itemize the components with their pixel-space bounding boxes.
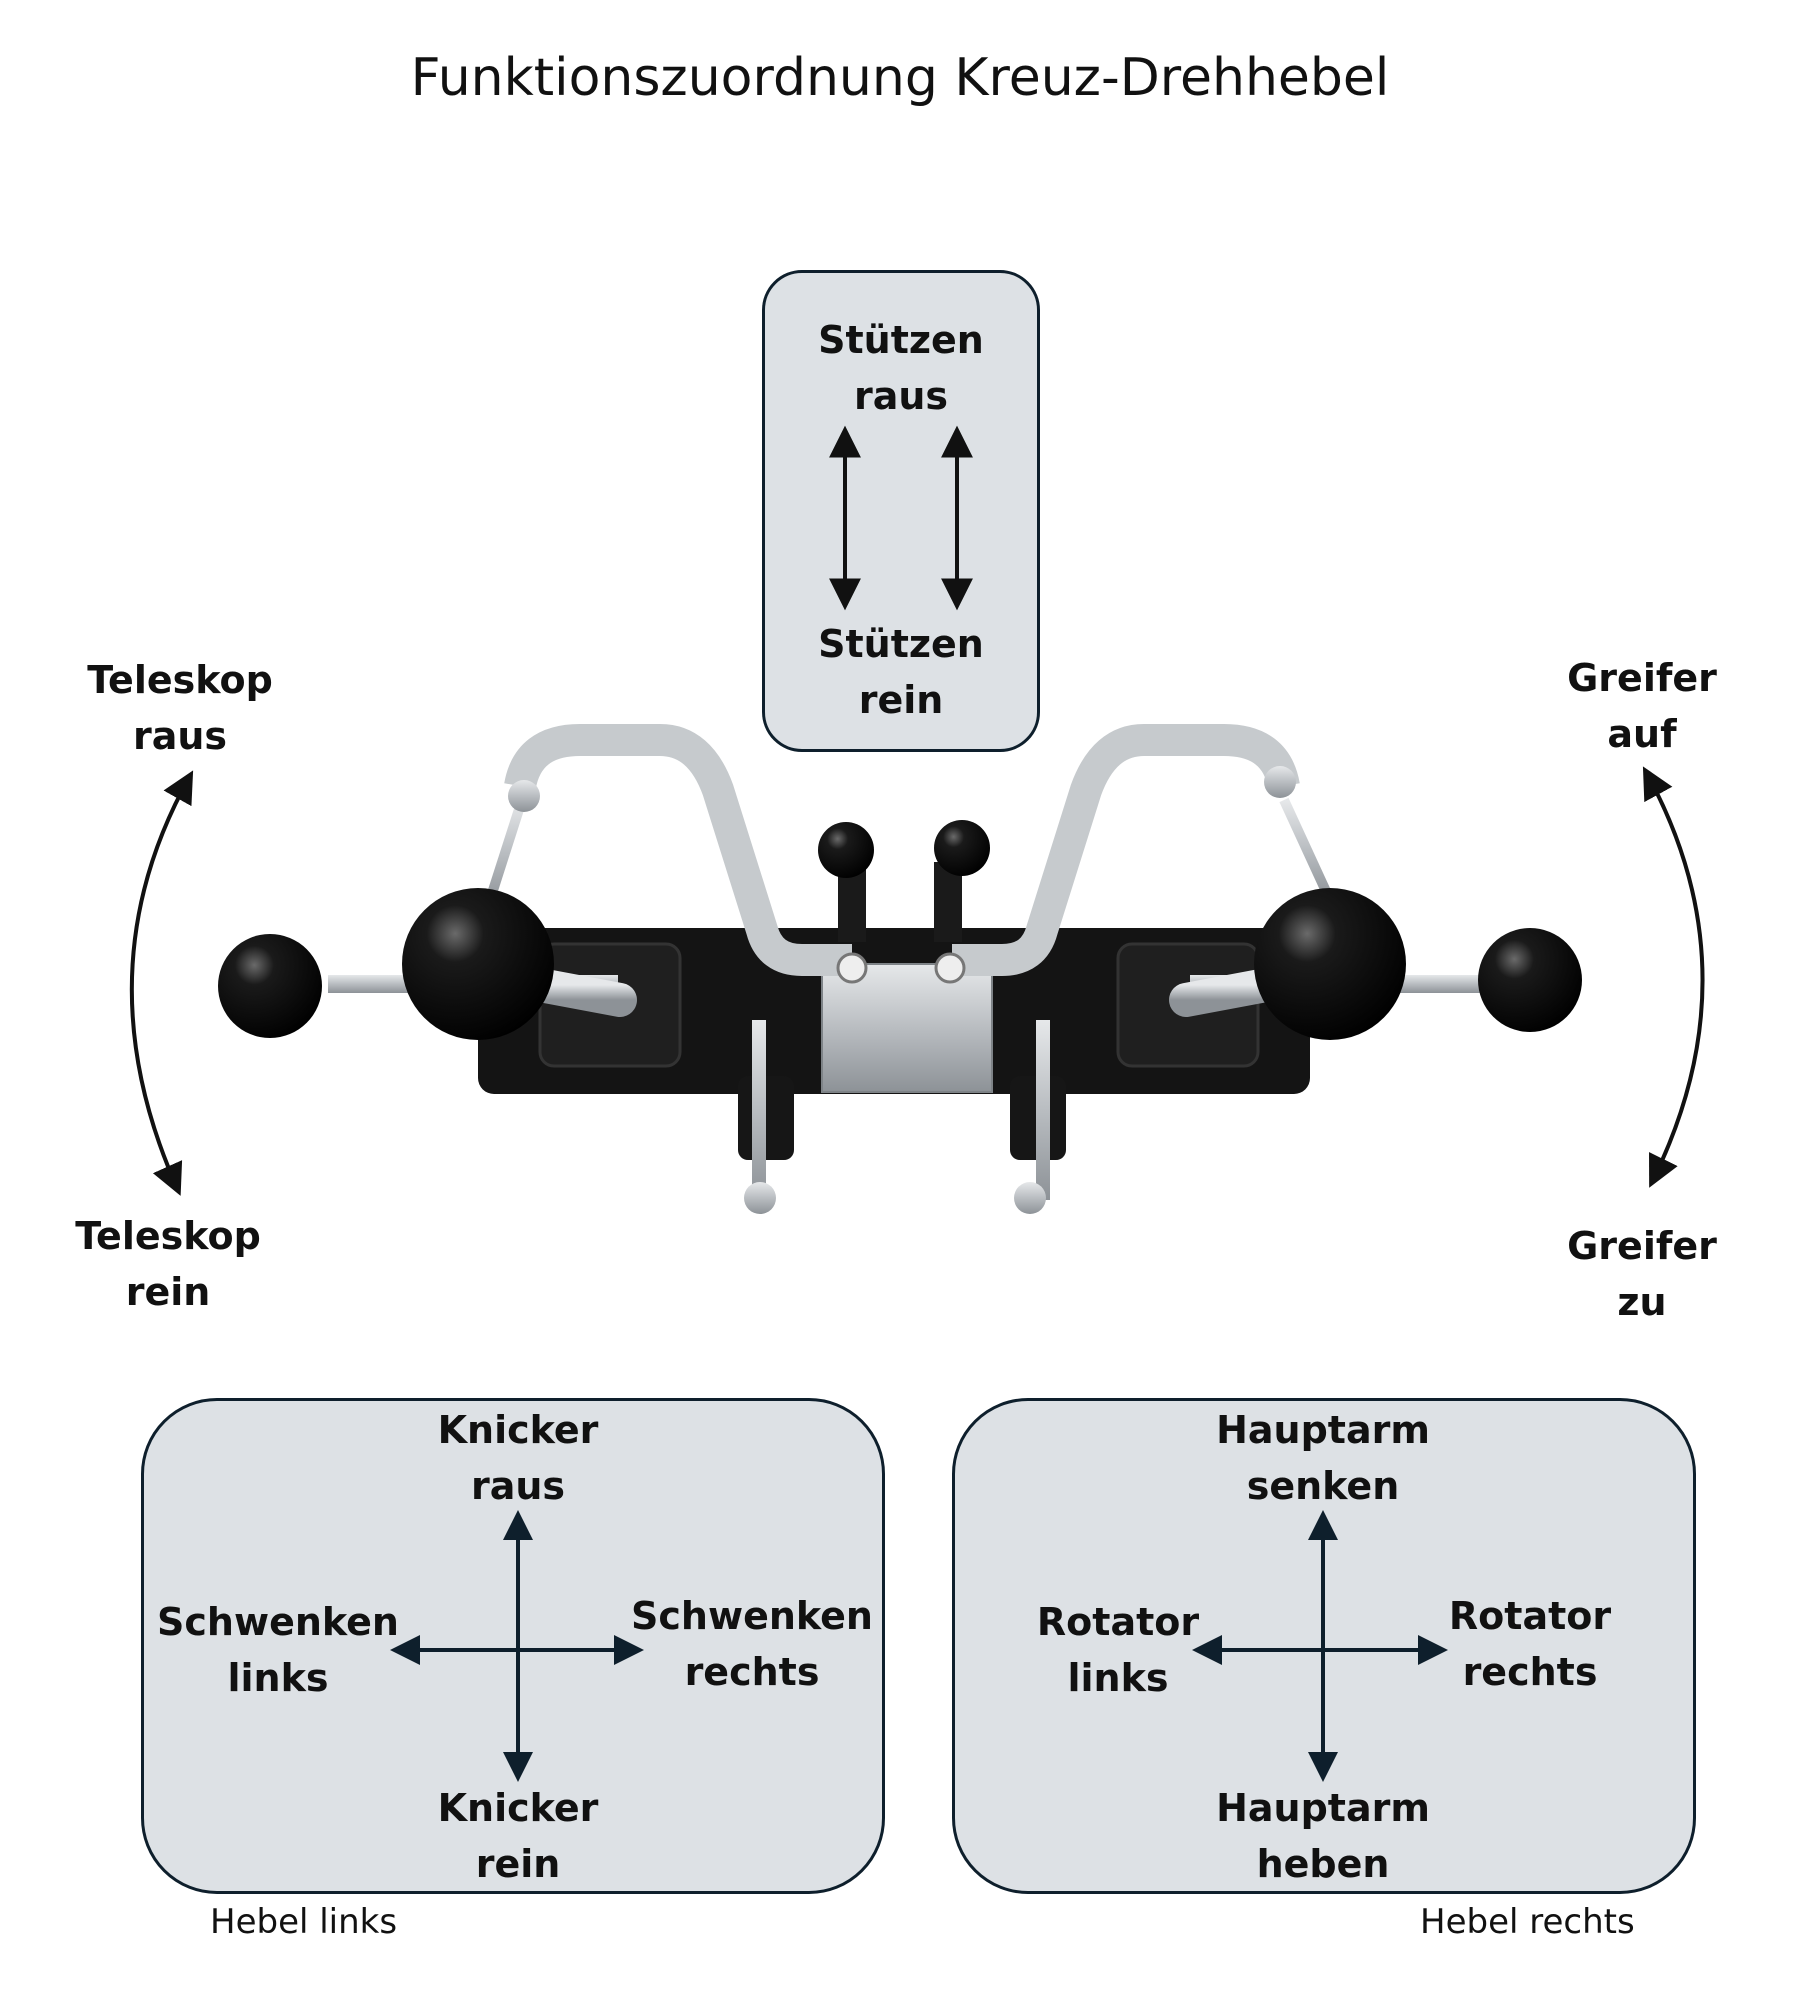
teleskop-arc-arrow [129, 770, 194, 1196]
right-lever-cross-arrows [1192, 1510, 1448, 1782]
page-title: Funktionszuordnung Kreuz-Drehhebel [410, 48, 1390, 108]
hebel-rechts-caption: Hebel rechts [1420, 1902, 1635, 1942]
stuetzen-double-arrows [829, 425, 973, 611]
hebel-links-caption: Hebel links [210, 1902, 398, 1942]
joystick-device-illustration [218, 724, 1582, 1214]
greifer-arc-arrow [1642, 766, 1705, 1188]
left-lever-cross-arrows [390, 1510, 644, 1782]
top-function-box [762, 270, 1040, 752]
